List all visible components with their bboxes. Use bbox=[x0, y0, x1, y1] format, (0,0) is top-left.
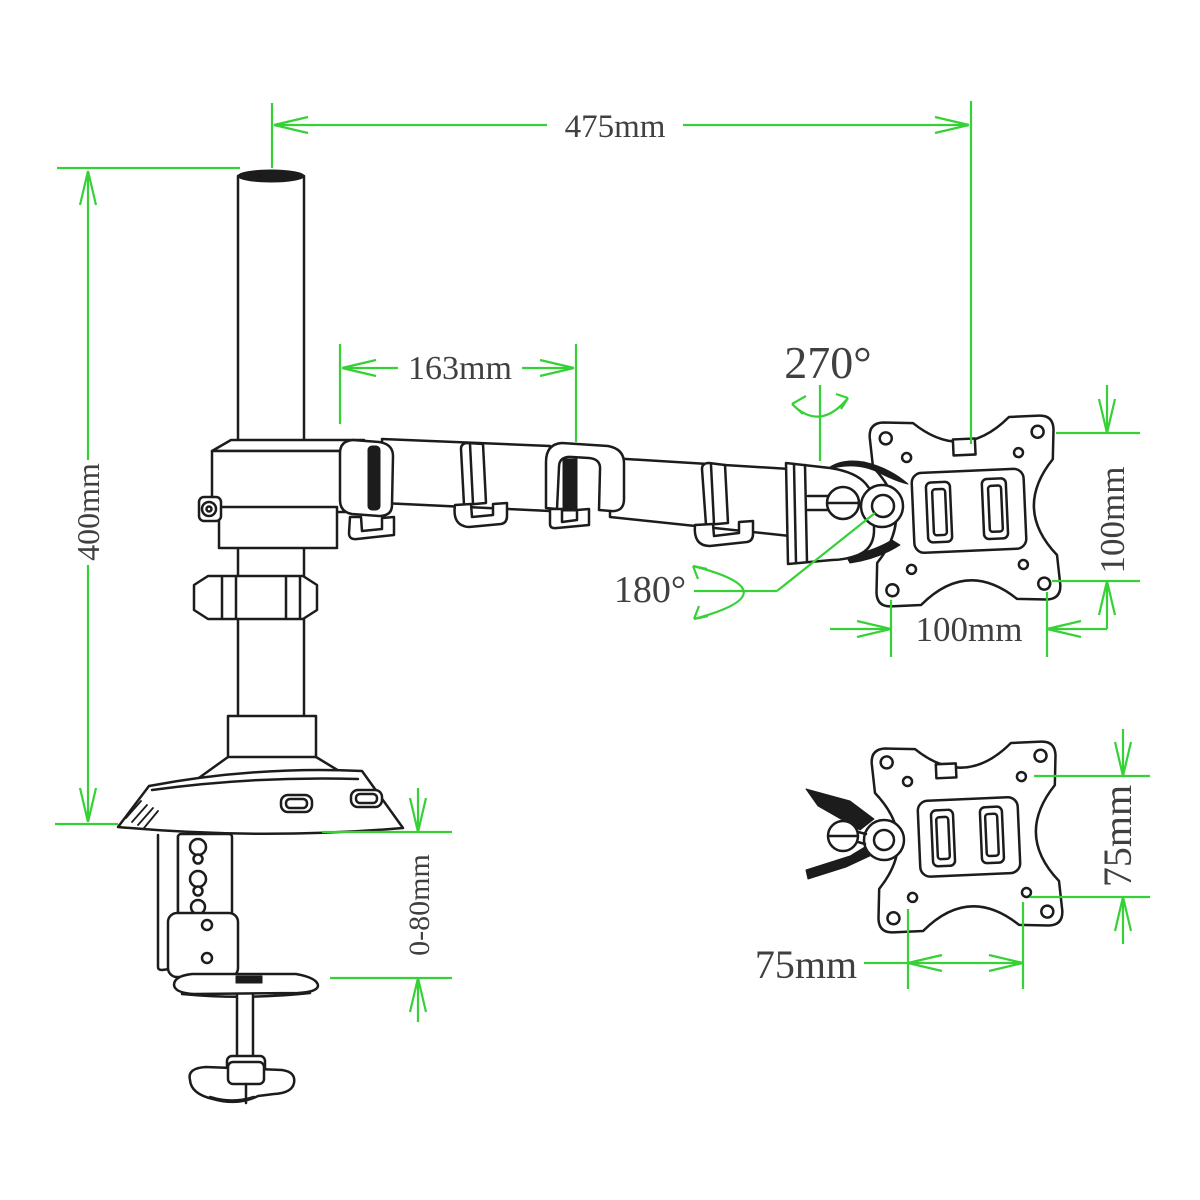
dim-reach-475: 475mm bbox=[270, 101, 973, 444]
dim-joint-rotation-180: 180° bbox=[614, 512, 876, 621]
fork-joint bbox=[805, 788, 906, 880]
label-vesa-large-height: 100mm bbox=[1093, 467, 1132, 574]
dim-pole-height-400: 400mm bbox=[55, 166, 240, 826]
label-vesa-large-width: 100mm bbox=[916, 610, 1023, 649]
label-pole-rotation: 270° bbox=[784, 337, 871, 388]
vesa-plate-100 bbox=[868, 414, 1062, 608]
dim-clamp-range-080: 0-80mm bbox=[322, 788, 452, 1022]
label-vesa-small-height: 75mm bbox=[1095, 785, 1140, 887]
dim-vesa-large-height-100: 100mm bbox=[1052, 385, 1140, 629]
dim-pole-rotation-270: 270° bbox=[784, 337, 872, 461]
line-art bbox=[116, 169, 1064, 1105]
label-reach: 475mm bbox=[565, 109, 666, 145]
ball-joint bbox=[784, 460, 909, 566]
label-arm-segment: 163mm bbox=[408, 350, 512, 387]
shoulder-joint bbox=[338, 438, 396, 541]
collar-screw bbox=[200, 500, 218, 518]
base bbox=[116, 714, 405, 836]
cable-clip-1 bbox=[453, 441, 509, 529]
label-clamp-range: 0-80mm bbox=[403, 854, 436, 956]
dim-vesa-small-width-75: 75mm bbox=[755, 902, 1025, 989]
label-pole-height: 400mm bbox=[70, 463, 106, 561]
dim-vesa-large-width-100: 100mm bbox=[830, 592, 1107, 657]
clamp-pad bbox=[172, 972, 320, 996]
arm-collar bbox=[197, 438, 366, 550]
label-vesa-small-width: 75mm bbox=[755, 942, 857, 987]
elbow-joint bbox=[544, 441, 626, 530]
desk-clamp bbox=[156, 832, 320, 1105]
cable-clip-2 bbox=[693, 461, 755, 548]
pole-top-cap bbox=[237, 169, 305, 183]
dim-arm-segment-163: 163mm bbox=[338, 344, 578, 442]
height-adjust-ring bbox=[192, 574, 319, 621]
dim-vesa-small-height-75: 75mm bbox=[1030, 729, 1150, 944]
label-joint-rotation: 180° bbox=[614, 569, 686, 611]
vesa-plate-75 bbox=[870, 740, 1064, 934]
